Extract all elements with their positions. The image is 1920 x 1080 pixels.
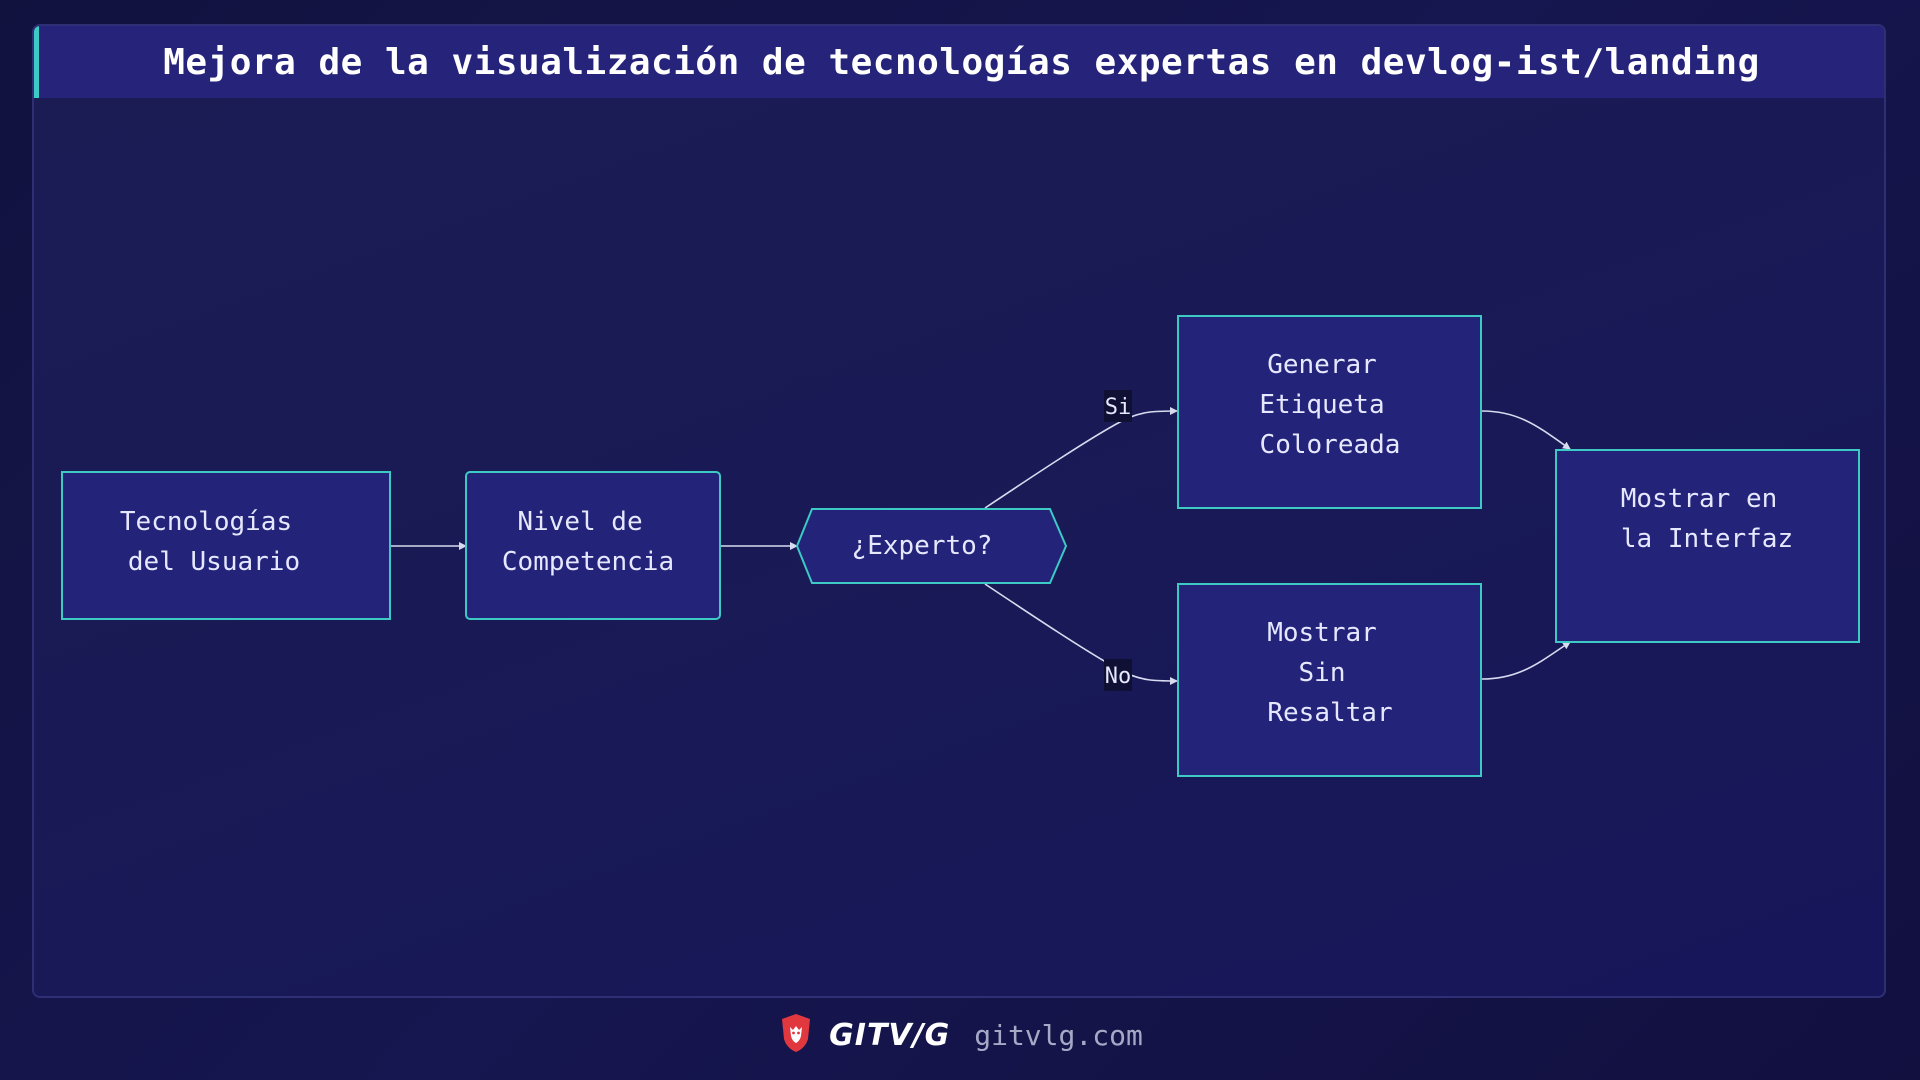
brand-url[interactable]: gitvlg.com bbox=[974, 1018, 1143, 1052]
edge-expert-to-generate bbox=[984, 407, 1178, 509]
edge-label-no: No bbox=[1104, 659, 1132, 691]
edge-generate-to-show bbox=[1481, 410, 1571, 450]
node-label-line: la Interfaz bbox=[1621, 524, 1793, 554]
node-show-in-interface: Mostrar en la Interfaz bbox=[1555, 449, 1860, 643]
node-label-line: Resaltar bbox=[1267, 698, 1392, 728]
node-label-line: Nivel de bbox=[517, 507, 642, 537]
edge-expert-to-plain bbox=[984, 583, 1178, 685]
node-label-line: Sin bbox=[1299, 658, 1346, 688]
decision-expert: ¿Experto? bbox=[795, 508, 1068, 584]
node-label-line: del Usuario bbox=[128, 547, 300, 577]
node-label-line: Mostrar en bbox=[1621, 484, 1778, 514]
title-bar: Mejora de la visualización de tecnología… bbox=[34, 26, 1884, 98]
edge-label-no-text: No bbox=[1105, 664, 1132, 689]
node-competence-level: Nivel de Competencia bbox=[465, 471, 721, 620]
lion-shield-icon bbox=[777, 1012, 815, 1058]
edge-label-yes-text: Si bbox=[1105, 395, 1132, 420]
node-user-technologies: Tecnologías del Usuario bbox=[61, 471, 391, 620]
decision-label: ¿Experto? bbox=[852, 531, 993, 561]
edges bbox=[391, 407, 1571, 685]
diagram-title: Mejora de la visualización de tecnología… bbox=[163, 41, 1760, 83]
node-generate-colored-tag: Generar Etiqueta Coloreada bbox=[1177, 315, 1482, 509]
node-label-line: Mostrar bbox=[1267, 618, 1377, 648]
node-label-line: Etiqueta bbox=[1259, 390, 1384, 420]
node-label-line: Coloreada bbox=[1260, 430, 1401, 460]
node-label-line: Competencia bbox=[502, 547, 674, 577]
brand-name: GITV/G bbox=[829, 1017, 951, 1053]
footer: GITV/G gitvlg.com bbox=[0, 1010, 1920, 1060]
edge-plain-to-show bbox=[1481, 641, 1571, 680]
node-label-line: Tecnologías bbox=[120, 507, 292, 537]
node-label-line: Generar bbox=[1267, 350, 1377, 380]
node-show-without-highlight: Mostrar Sin Resaltar bbox=[1177, 583, 1482, 777]
edge-label-yes: Si bbox=[1104, 390, 1132, 422]
